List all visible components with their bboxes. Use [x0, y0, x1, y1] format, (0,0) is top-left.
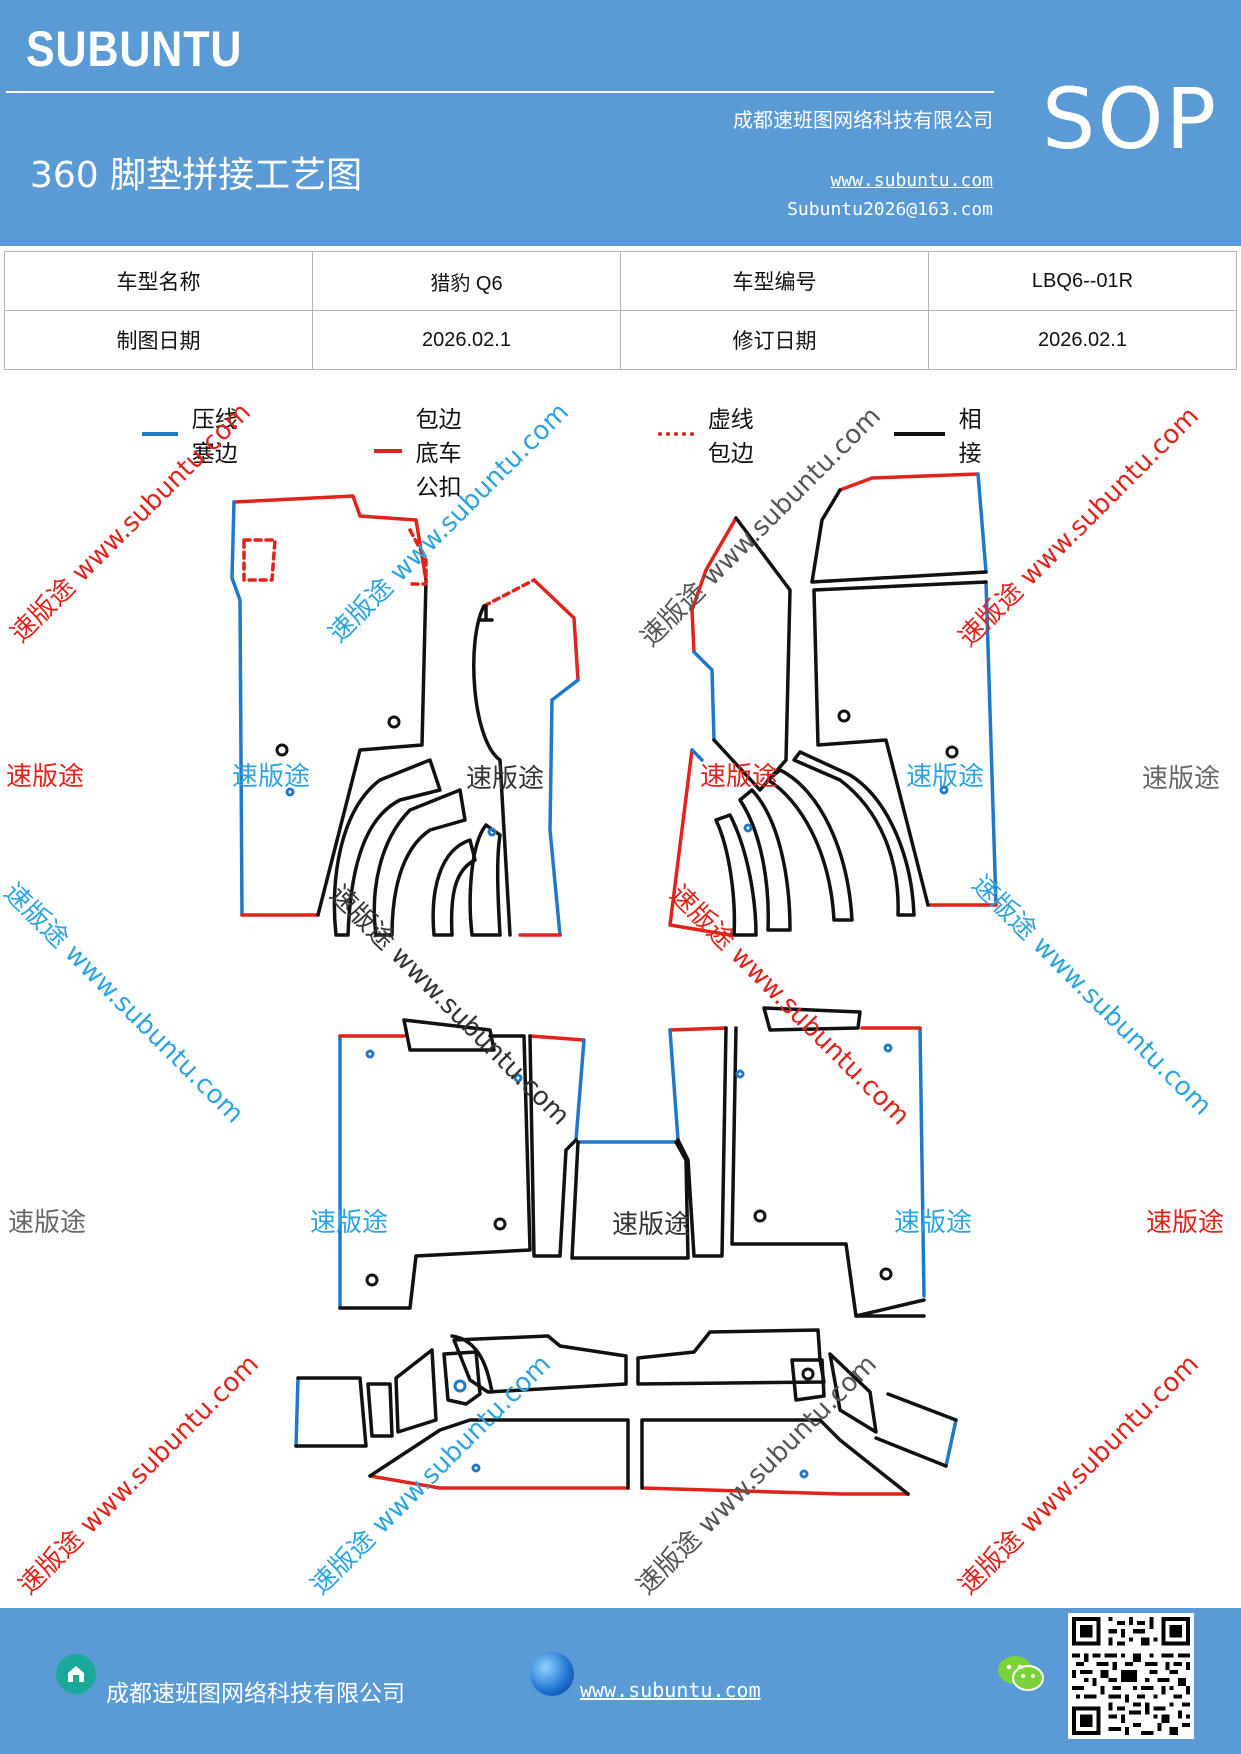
wechat-icon[interactable] [996, 1652, 1046, 1700]
mat-piece-rear-right [730, 1006, 926, 1318]
qr-code[interactable] [1068, 1613, 1194, 1739]
legend-swatch [658, 432, 694, 436]
mat-piece-trunk-upper-left [452, 1334, 628, 1394]
legend-label: 相接 [958, 407, 982, 467]
mat-piece-trunk-upper-right [636, 1328, 826, 1386]
footer-company: 成都速班图网络科技有限公司 [106, 1681, 405, 1707]
value-model-name: 猎豹 Q6 [312, 251, 621, 311]
header-divider [6, 91, 994, 93]
legend-swatch [374, 449, 402, 453]
watermark-text: 速版途 [1146, 1208, 1225, 1238]
label-revision-date: 修订日期 [620, 310, 929, 370]
watermark-text: 速版途 [612, 1210, 691, 1240]
mat-piece-rear-left-strip [528, 1034, 586, 1258]
document-title: 360 脚垫拼接工艺图 [30, 155, 363, 196]
mat-piece-arch-right [668, 748, 916, 937]
sop-label: SOP [1042, 70, 1219, 168]
legend-item-joined: 相接 [894, 400, 995, 468]
mat-piece-trunk-left-arch [442, 1334, 494, 1406]
watermark-text: 速版途 [8, 1208, 87, 1238]
mat-piece-trunk-right-arch [790, 1358, 826, 1402]
website-link[interactable]: www.subuntu.com [830, 170, 993, 191]
value-draw-date: 2026.02.1 [312, 310, 621, 370]
label-draw-date: 制图日期 [4, 310, 313, 370]
table-row: 车型名称 猎豹 Q6 车型编号 LBQ6--01R [4, 251, 1237, 311]
mat-piece-driver-tunnel [472, 578, 580, 937]
vehicle-info-table: 车型名称 猎豹 Q6 车型编号 LBQ6--01R 制图日期 2026.02.1… [4, 251, 1237, 370]
email-address: Subuntu2026@163.com [787, 199, 993, 220]
brand-logo: SUBUNTU [26, 21, 243, 77]
watermark-text: 速版途 [1142, 764, 1221, 794]
label-model-name: 车型名称 [4, 251, 313, 311]
footer-website-link[interactable]: www.subuntu.com [580, 1678, 761, 1702]
mat-piece-rear-right-strip [668, 1026, 728, 1258]
value-model-code: LBQ6--01R [928, 251, 1237, 311]
home-icon [56, 1654, 96, 1694]
mat-piece-center-hump [570, 1140, 690, 1260]
floor-mat-diagram [230, 472, 998, 1496]
watermark-text: 速版途 [6, 762, 85, 792]
header-banner: SUBUNTU 360 脚垫拼接工艺图 成都速班图网络科技有限公司 www.su… [0, 0, 1241, 246]
mat-piece-arch-left [332, 758, 502, 937]
legend-swatch [894, 432, 945, 436]
watermark-text: 速版途 [894, 1208, 973, 1238]
mat-piece-trunk-lower-right [640, 1418, 910, 1496]
mat-piece-passenger-tunnel [690, 516, 792, 792]
legend-item-press-line: 压线塞边 [142, 400, 243, 468]
label-model-code: 车型编号 [620, 251, 929, 311]
table-row: 制图日期 2026.02.1 修订日期 2026.02.1 [4, 310, 1237, 370]
mat-piece-driver-front [230, 494, 428, 917]
mat-piece-passenger-front [812, 580, 998, 907]
legend-label: 包边底车公扣 [415, 407, 462, 501]
watermark-text: 速版途 [466, 764, 545, 794]
globe-icon [530, 1652, 574, 1696]
watermark-text: 速版途 [310, 1208, 389, 1238]
mat-piece-passenger-top [810, 472, 988, 584]
mounting-holes [275, 709, 959, 1479]
legend-item-edge-wrap: 包边底车公扣 [374, 400, 475, 502]
mat-piece-trunk-lower-left [368, 1418, 630, 1490]
watermark-text: 速版途 [700, 762, 779, 792]
legend-item-dashed-wrap: 虚线包边 [658, 400, 759, 468]
mat-piece-rear-left [338, 1018, 532, 1310]
footer: 成都速班图网络科技有限公司 www.subuntu.com [0, 1608, 1241, 1754]
mat-piece-trunk-left-end [294, 1376, 368, 1448]
legend-label: 虚线包边 [707, 407, 754, 467]
watermark-text: 速版途 [232, 762, 311, 792]
company-name: 成都速班图网络科技有限公司 [733, 108, 993, 132]
watermark-text: 速版途 [906, 762, 985, 792]
mat-piece-trunk-left-side [366, 1348, 438, 1438]
legend-label: 压线塞边 [191, 407, 238, 467]
value-revision-date: 2026.02.1 [928, 310, 1237, 370]
mat-piece-trunk-right-side [828, 1352, 958, 1468]
legend-swatch [142, 432, 178, 436]
